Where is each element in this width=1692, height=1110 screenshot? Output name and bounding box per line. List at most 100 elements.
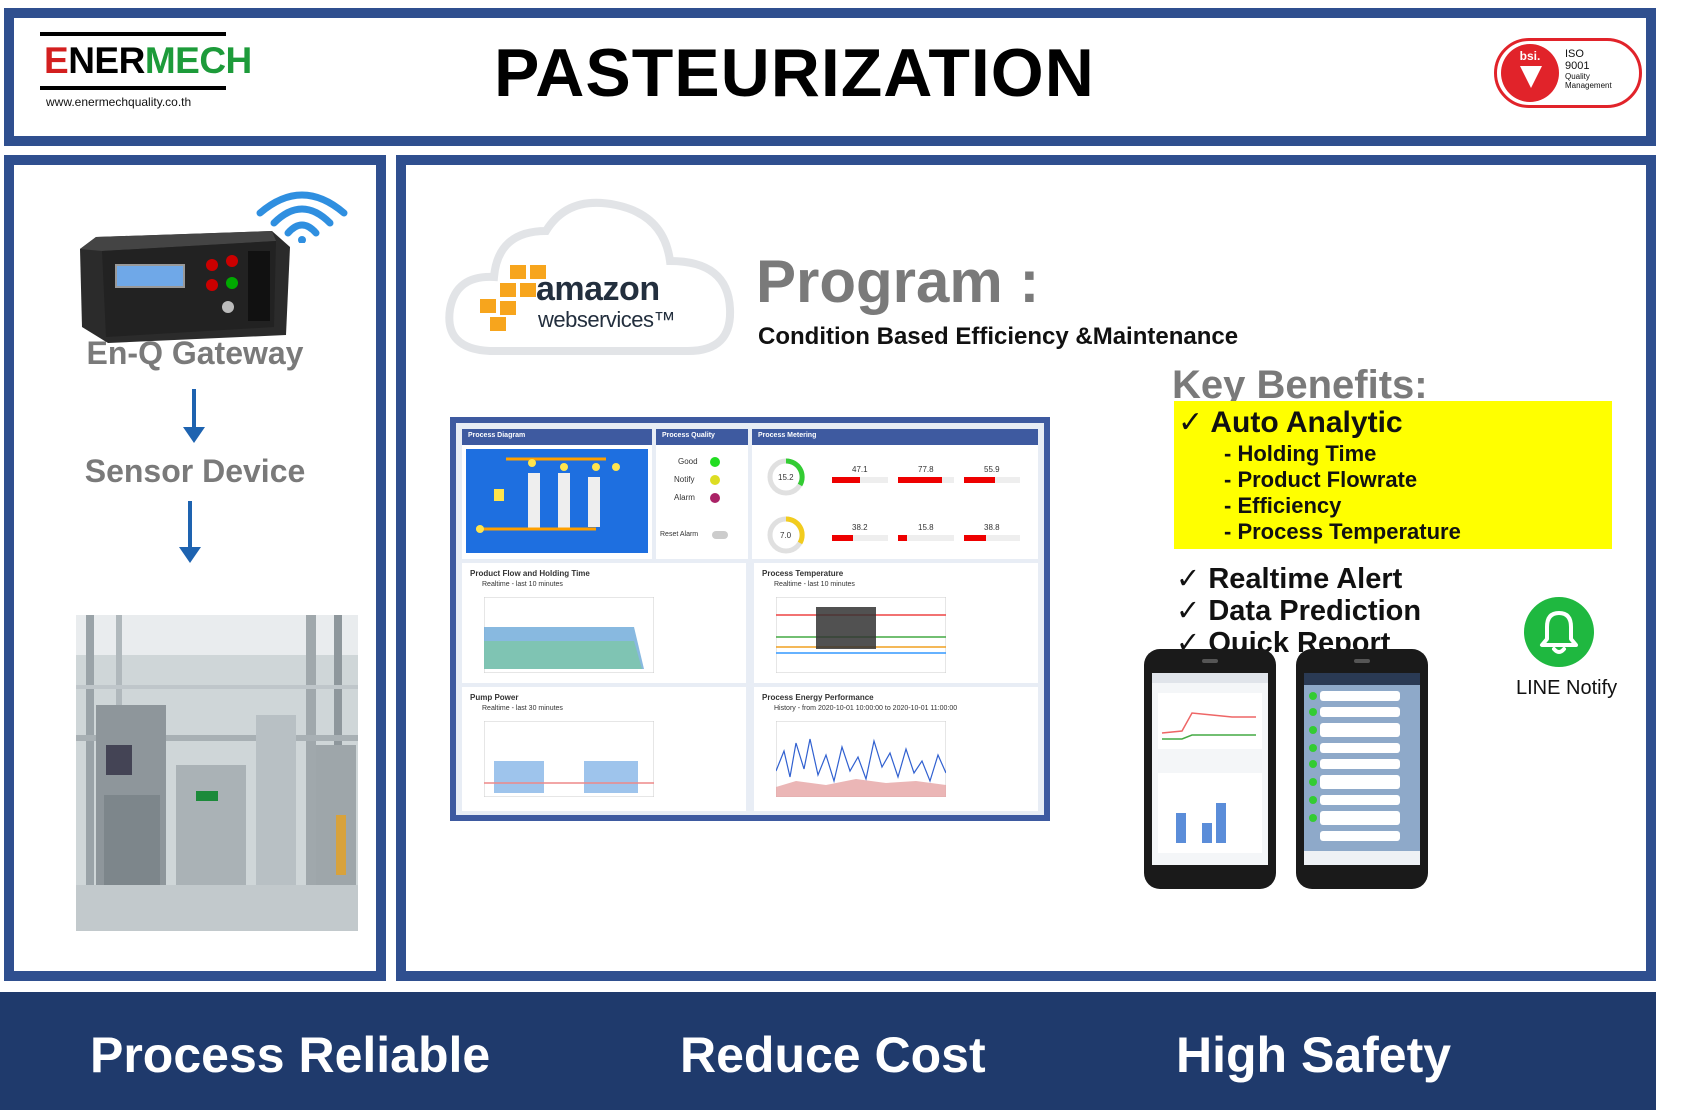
reset-alarm-toggle[interactable]: [712, 531, 728, 539]
benefit-realtime-alert: ✓ Realtime Alert: [1176, 563, 1403, 595]
cloud-icon: [445, 198, 735, 355]
card-head: Process Metering: [752, 429, 1038, 445]
quality-good-label: Good: [678, 457, 698, 466]
process-temp-chart: [776, 597, 946, 673]
pasteurizer-plant-photo: [76, 615, 358, 931]
auto-analytic-label: ✓ Auto Analytic: [1178, 406, 1403, 439]
line-notify-label: LINE Notify: [1516, 677, 1618, 699]
footer-banner: Process Reliable Reduce Cost High Safety: [0, 992, 1656, 1110]
t3-value: 55.9: [984, 465, 1000, 474]
card-pump-power: Pump Power Realtime - last 30 minutes: [462, 687, 746, 811]
pump-power-chart: [484, 721, 654, 797]
t5-value: 15.8: [918, 523, 934, 532]
auto-analytic-box: ✓ Auto Analytic - Holding Time - Product…: [1174, 401, 1612, 549]
phone-screen-line: [1304, 673, 1420, 865]
phone-speaker: [1202, 659, 1218, 663]
card-title: Pump Power: [470, 693, 519, 702]
sensor-device-label: Sensor Device: [84, 453, 306, 489]
reset-alarm-label: Reset Alarm: [660, 531, 699, 538]
logo-part-ner: NER: [68, 40, 145, 81]
aws-boxes-icon: [480, 265, 546, 331]
bsi-heart-icon: [1520, 66, 1542, 88]
status-notify-indicator: [710, 475, 720, 485]
holding-value: 7.0: [780, 531, 792, 540]
card-title: Process Diagram: [468, 432, 526, 439]
card-head: Process Quality: [656, 429, 748, 445]
right-panel: amazon webservices™ Program : Condition …: [396, 155, 1656, 981]
status-good-indicator: [710, 457, 720, 467]
iso-line2: 9001: [1565, 60, 1590, 72]
t6-value: 38.8: [984, 523, 1000, 532]
dashboard-body: Process Diagram Process Qua: [456, 423, 1044, 815]
enermech-logo: ENERMECH: [44, 40, 252, 82]
energy-chart: [776, 721, 946, 797]
iso-line4: Management: [1565, 81, 1612, 90]
footer-reduce-cost: Reduce Cost: [680, 1027, 986, 1083]
line-notify-bell-icon: [1524, 597, 1594, 667]
process-diagram-image: [466, 449, 648, 553]
program-subtitle: Condition Based Efficiency &Maintenance: [758, 323, 1239, 350]
phone-line-chat: [1296, 649, 1428, 889]
iso-line3: Quality: [1565, 72, 1590, 81]
left-panel: En-Q Gateway Sensor Device: [4, 155, 386, 981]
time-range-label: Realtime - last 10 minutes: [774, 581, 855, 588]
card-title: Product Flow and Holding Time: [470, 569, 590, 578]
gateway-device-image: [80, 231, 290, 343]
card-energy: Process Energy Performance History - fro…: [754, 687, 1038, 811]
benefit-sub-item: - Process Temperature: [1224, 519, 1461, 544]
time-range-label: Realtime - last 10 minutes: [482, 581, 563, 588]
logo-part-mech: MECH: [144, 40, 252, 81]
status-alarm-indicator: [710, 493, 720, 503]
logo-bar-bottom: [40, 86, 226, 90]
program-title: Program :: [756, 248, 1040, 315]
arrow-down-icon: [183, 389, 205, 443]
quality-alarm-label: Alarm: [674, 493, 695, 502]
t2-value: 77.8: [918, 465, 934, 474]
thingsboard-dashboard: Process Diagram Process Qua: [450, 417, 1050, 821]
card-title: Process Metering: [758, 432, 817, 439]
flow-holding-chart: [484, 597, 654, 673]
t1-value: 47.1: [852, 465, 868, 474]
card-process-metering: Process Metering 15.2 7.0 47.1 77.8 55.9…: [752, 429, 1038, 559]
card-title: Process Energy Performance: [762, 693, 874, 702]
key-benefits-title: Key Benefits:: [1172, 363, 1428, 407]
benefit-sub-item: - Efficiency: [1224, 493, 1342, 518]
benefit-sub-item: - Holding Time: [1224, 441, 1377, 466]
benefit-sub-item: - Product Flowrate: [1224, 467, 1418, 492]
card-process-temp: Process Temperature Realtime - last 10 m…: [754, 563, 1038, 683]
holding-gauge: [767, 516, 805, 554]
website-url[interactable]: www.enermechquality.co.th: [46, 95, 192, 109]
phone-dashboard: [1144, 649, 1276, 889]
bsi-brand: bsi.: [1519, 49, 1541, 63]
card-title: Process Temperature: [762, 569, 844, 578]
card-process-diagram: Process Diagram: [462, 429, 652, 559]
card-title: Process Quality: [662, 432, 715, 439]
footer-high-safety: High Safety: [1176, 1027, 1452, 1083]
card-flow-holding: Product Flow and Holding Time Realtime -…: [462, 563, 746, 683]
arrow-down-icon-2: [179, 501, 201, 563]
t4-value: 38.2: [852, 523, 868, 532]
phone-screen-dashboard: [1152, 673, 1268, 865]
page-title: PASTEURIZATION: [494, 35, 1095, 111]
card-head: Process Diagram: [462, 429, 652, 445]
time-range-label: History - from 2020-10-01 10:00:00 to 20…: [774, 705, 958, 712]
logo-bar-top: [40, 32, 226, 36]
time-range-label: Realtime - last 30 minutes: [482, 705, 563, 712]
flow-value: 15.2: [778, 473, 794, 482]
benefit-data-prediction: ✓ Data Prediction: [1176, 595, 1422, 627]
aws-logo-text: amazon: [536, 270, 660, 308]
iso-line1: ISO: [1565, 48, 1584, 60]
wifi-icon: [256, 191, 348, 243]
header-panel: ENERMECH www.enermechquality.co.th PASTE…: [4, 8, 1656, 146]
footer-process-reliable: Process Reliable: [90, 1027, 491, 1083]
iso-cert-badge: bsi. ISO 9001 Quality Management: [1494, 38, 1642, 108]
aws-logo-subtext: webservices™: [538, 307, 676, 332]
phone-speaker-2: [1354, 659, 1370, 663]
card-process-quality: Process Quality Good Notify Alarm Reset …: [656, 429, 748, 559]
quality-notify-label: Notify: [674, 475, 695, 484]
logo-part-e: E: [44, 40, 69, 81]
bsi-seal: bsi.: [1501, 44, 1559, 102]
flow-gauge: [767, 458, 805, 496]
gateway-label: En-Q Gateway: [86, 335, 304, 371]
iso-text: ISO 9001 Quality Management: [1565, 48, 1612, 90]
